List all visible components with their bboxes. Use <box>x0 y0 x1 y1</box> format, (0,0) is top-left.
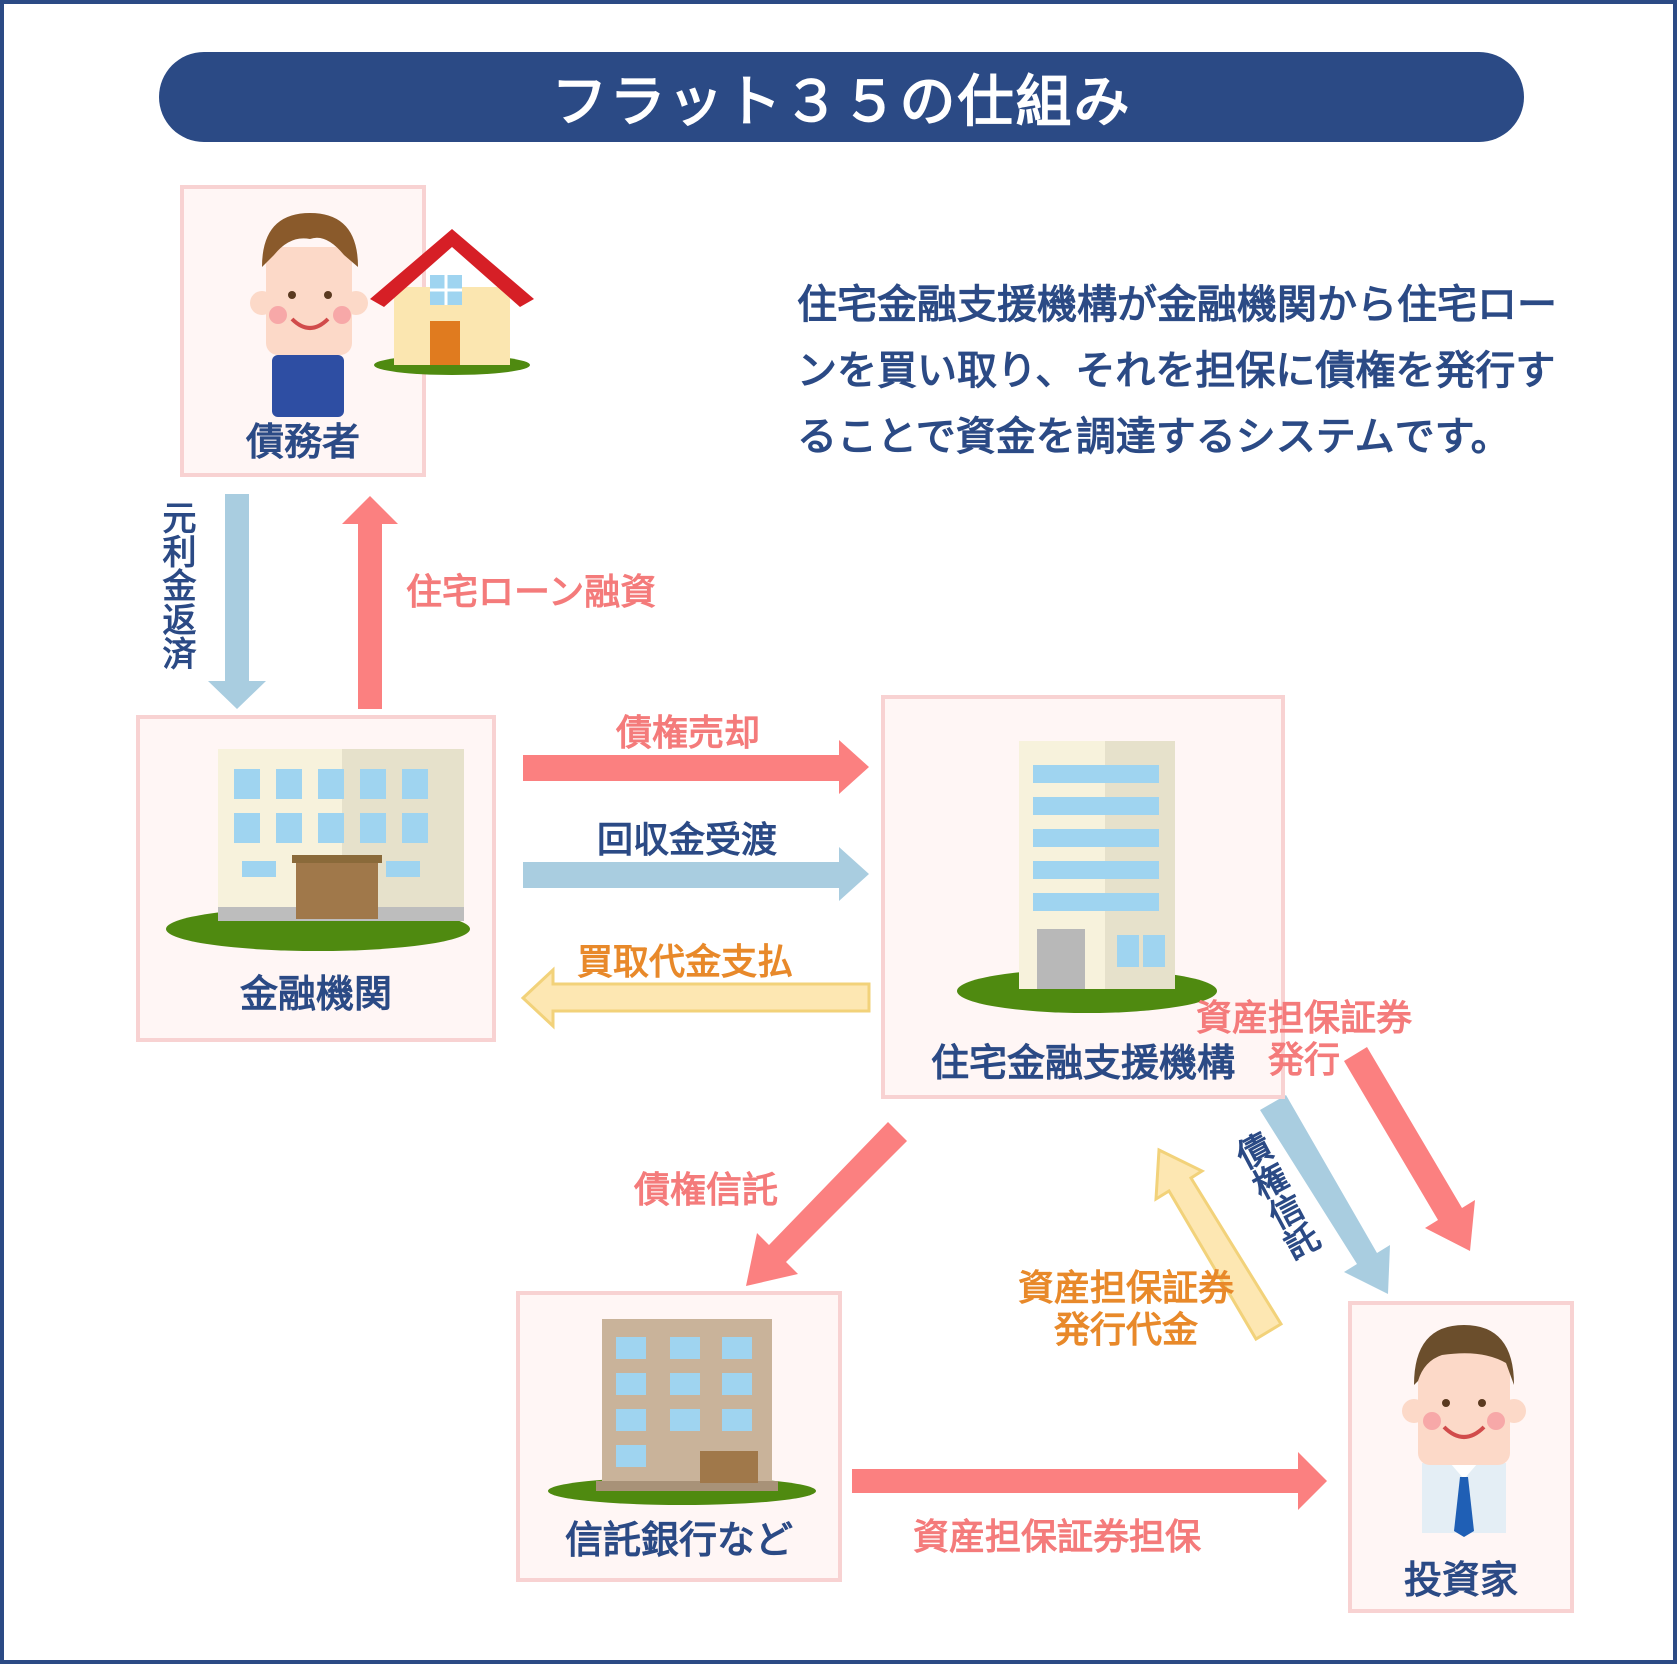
trust-box: 信託銀行など <box>516 1291 842 1582</box>
bank-box: 金融機関 <box>136 715 496 1042</box>
trust-label: 信託銀行など <box>564 1518 793 1562</box>
debtor-person-icon <box>250 213 368 417</box>
sale-label: 債権売却 <box>616 713 761 754</box>
proceeds-label-line1: 資産担保証券 <box>1017 1268 1235 1309</box>
bank-label: 金融機関 <box>239 972 392 1016</box>
investor-box: 投資家 <box>1348 1301 1574 1613</box>
issue-label: 資産担保証券 発行 <box>1196 998 1412 1082</box>
house-icon <box>370 229 534 375</box>
payment-arrow <box>520 966 871 1030</box>
loan-arrow <box>342 496 398 709</box>
arrows-layer <box>208 494 1475 1510</box>
issue-label-line1: 資産担保証券 <box>1195 998 1413 1039</box>
diagram-title: フラット３５の仕組み <box>159 52 1524 142</box>
investor-person-icon <box>1402 1325 1526 1537</box>
collection-arrow <box>523 847 869 901</box>
proceeds-label-line2: 発行代金 <box>1053 1310 1199 1351</box>
trust-left-label: 債権信託 <box>634 1170 779 1211</box>
issue-label-line2: 発行 <box>1267 1040 1341 1081</box>
proceeds-arrow <box>1154 1147 1284 1342</box>
trust-right-arrow <box>1260 1095 1390 1294</box>
jhf-box: 住宅金融支援機構 <box>881 695 1285 1099</box>
bank-building-icon <box>166 749 470 951</box>
sale-arrow <box>523 740 869 794</box>
collateral-label: 資産担保証券担保 <box>913 1517 1202 1558</box>
issue-arrow <box>1344 1047 1475 1251</box>
debtor-box: 債務者 <box>180 185 534 477</box>
jhf-label: 住宅金融支援機構 <box>930 1041 1235 1085</box>
jhf-building-icon <box>957 741 1217 1013</box>
investor-label: 投資家 <box>1403 1558 1518 1602</box>
trust-left-arrow <box>746 1122 907 1286</box>
payment-label: 買取代金支払 <box>577 942 794 983</box>
loan-label: 住宅ローン融資 <box>406 572 657 613</box>
debtor-label: 債務者 <box>245 420 360 464</box>
collection-label: 回収金受渡 <box>597 820 778 861</box>
description-text: 住宅金融支援機構が金融機関から住宅ローンを買い取り、それを担保に債権を発行するこ… <box>797 282 1557 460</box>
repayment-label: 元利金返済 <box>156 500 196 670</box>
repayment-arrow <box>208 494 266 709</box>
proceeds-label: 資産担保証券 発行代金 <box>1018 1268 1234 1352</box>
trust-building-icon <box>548 1319 816 1505</box>
collateral-arrow <box>852 1452 1327 1510</box>
